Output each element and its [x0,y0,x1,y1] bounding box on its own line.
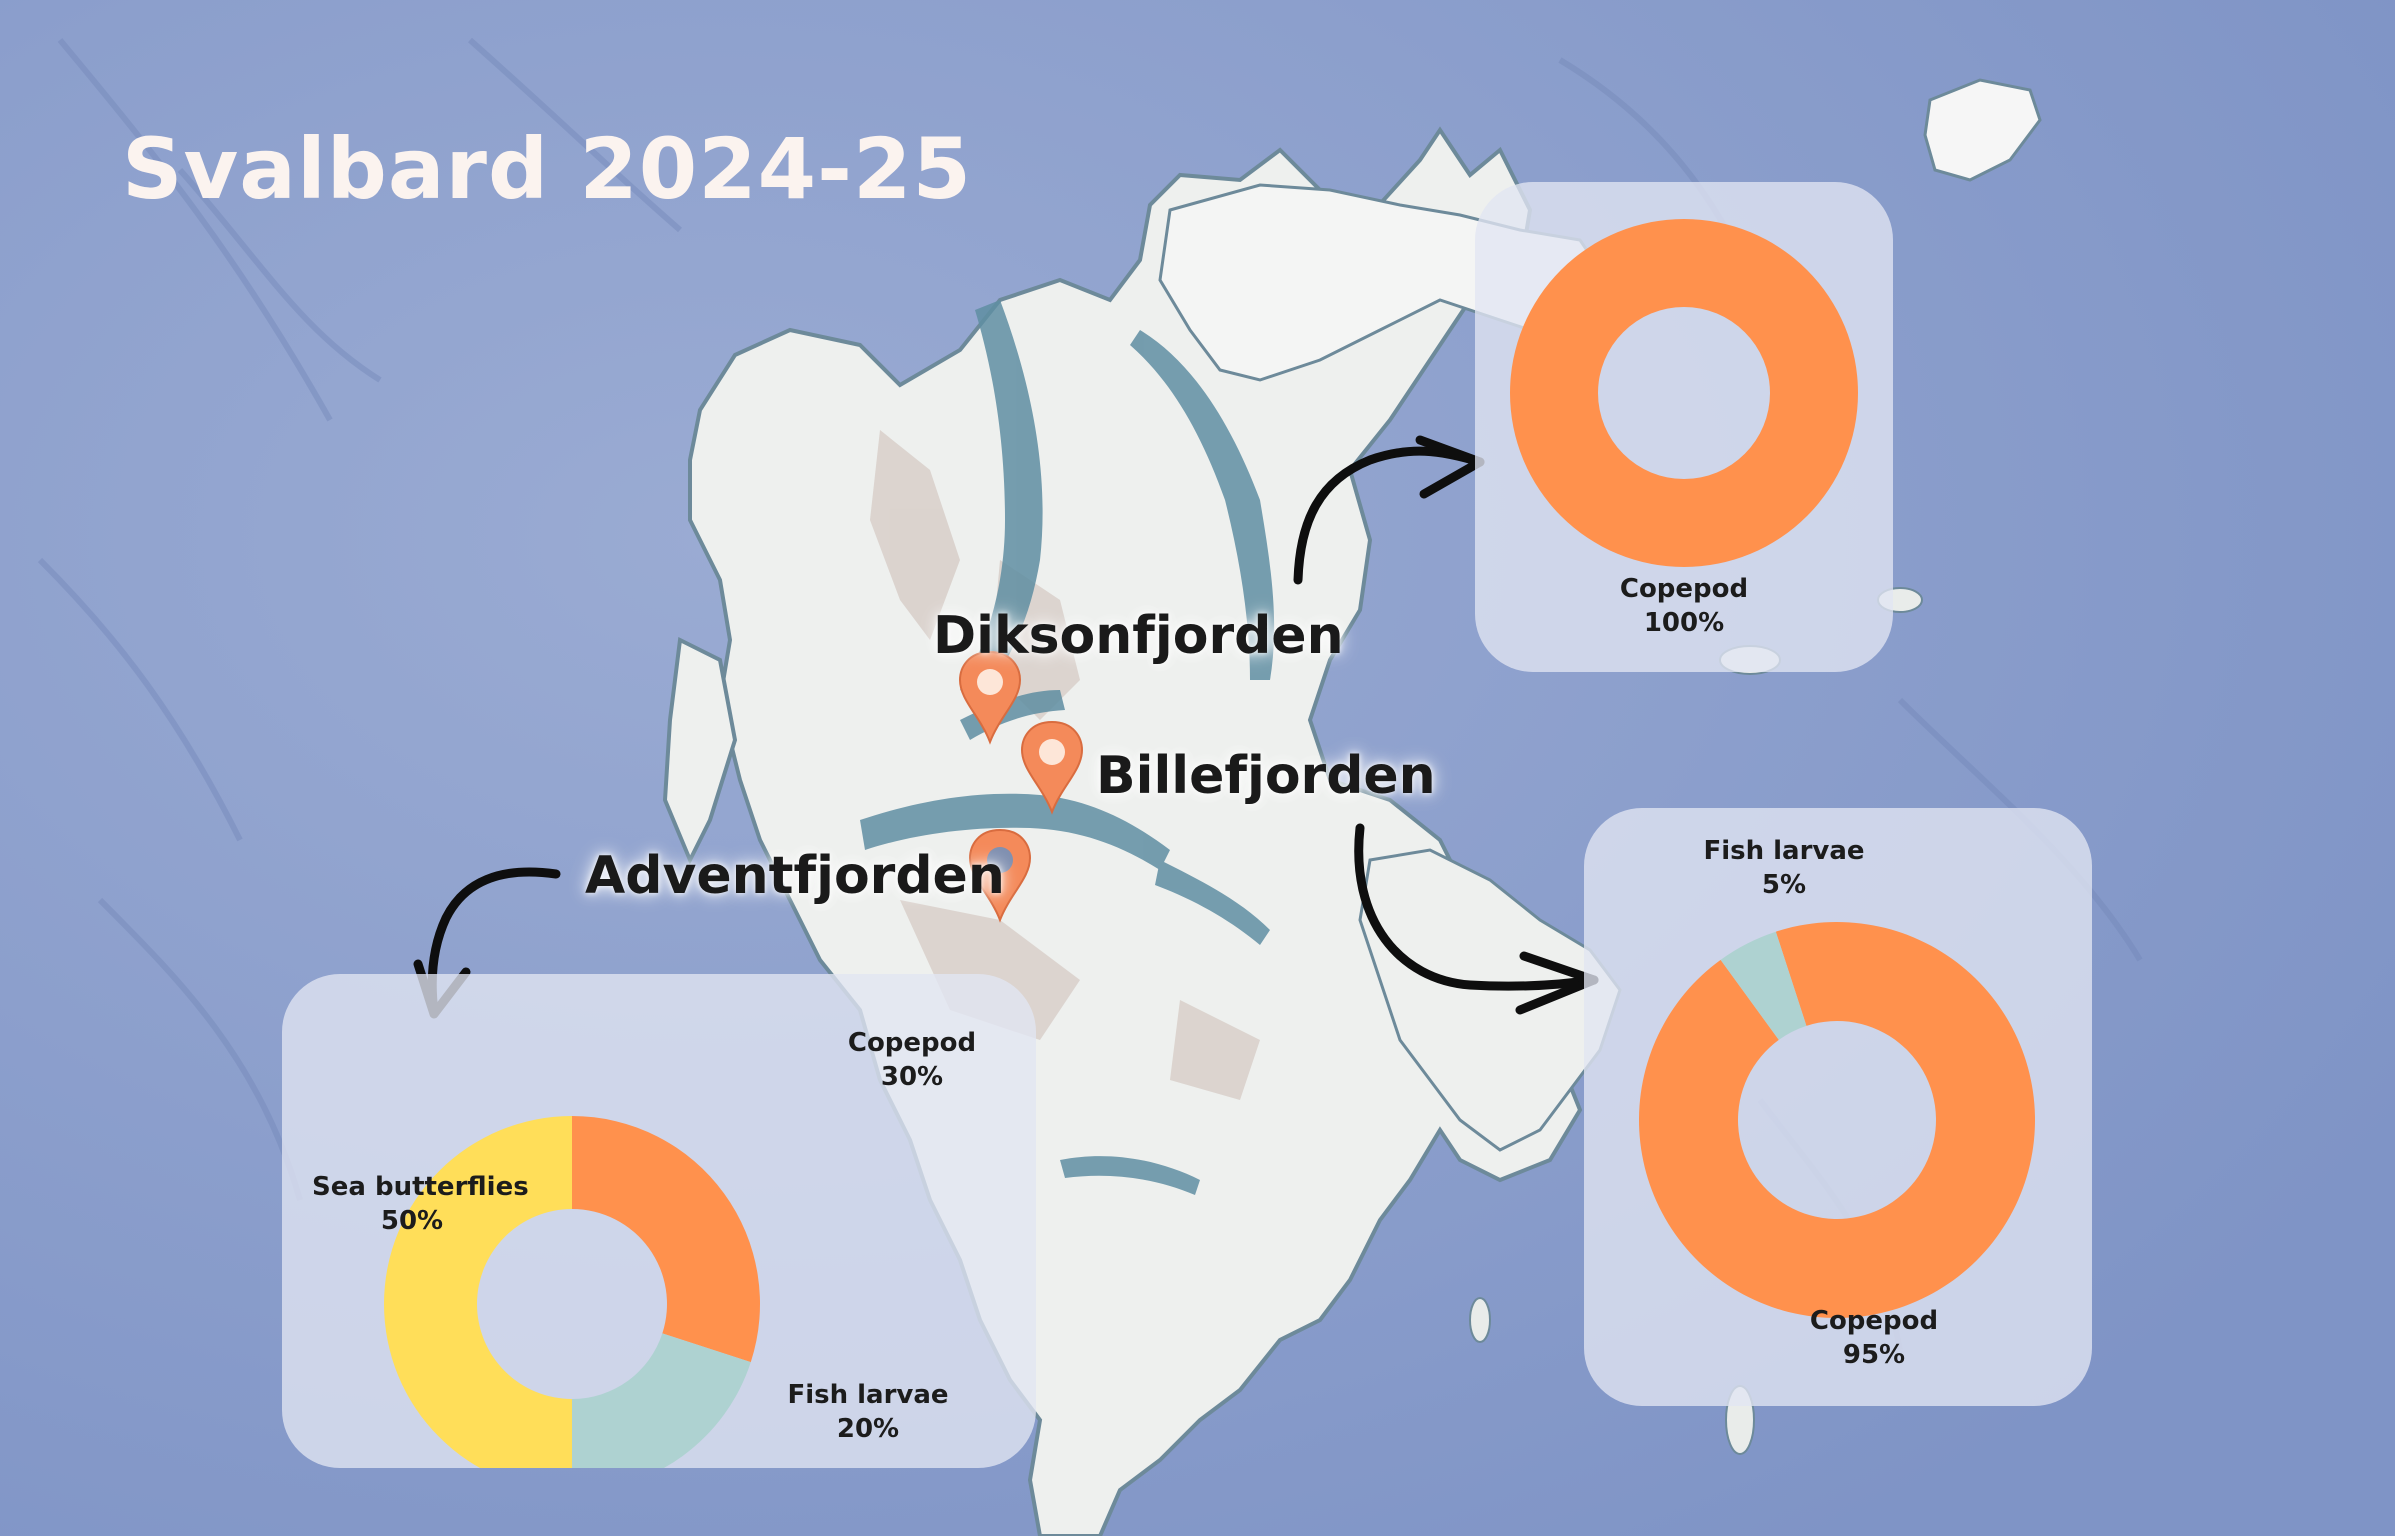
adventfjorden-donut-chart [384,1116,760,1468]
chart-label-name: Fish larvae [787,1380,949,1410]
chart-label-name: Copepod [847,1028,977,1058]
chart-label-value: 100% [1643,608,1725,638]
chart-label-name: Copepod [1619,574,1749,604]
chart-label-sea-butterflies: Sea butterflies 50% [312,1170,529,1238]
billefjorden-donut-chart [1639,922,2035,1318]
chart-label-value: 95% [1842,1340,1906,1370]
adventfjorden-chart-panel: Copepod 30% Fish larvae 20% Sea butterfl… [282,974,1036,1468]
map-pin-icon [1020,720,1084,815]
map-title: Svalbard 2024-25 [122,120,972,218]
chart-label-value: 50% [380,1206,444,1236]
chart-label-fish-larvae: Fish larvae 5% [1684,834,1884,902]
chart-label-name: Sea butterflies [312,1172,529,1202]
diksonfjorden-chart-panel: Copepod 100% [1475,182,1893,672]
chart-label-value: 30% [880,1062,944,1092]
donut-slice-copepod [1510,219,1858,567]
donut-slice-sea-butterflies [384,1116,572,1468]
chart-label-name: Fish larvae [1703,836,1865,866]
billefjorden-chart-panel: Fish larvae 5% Copepod 95% [1584,808,2092,1406]
map-pin-icon [958,650,1022,745]
chart-label-value: 5% [1761,870,1807,900]
southeast-island [1358,848,1622,1152]
place-label-diksonfjorden: Diksonfjorden [933,606,1344,666]
map-pin-icon [968,828,1032,923]
donut-slice-fish-larvae [572,1333,751,1468]
donut-slice-fish-larvae [1720,931,1807,1040]
place-label-adventfjorden: Adventfjorden [585,846,1005,906]
chart-label-copepod: Copepod 100% [1475,572,1893,640]
northeast-islet [1923,78,2042,182]
chart-label-copepod: Copepod 30% [812,1026,1012,1094]
chart-label-value: 20% [836,1414,900,1444]
place-label-billefjorden: Billefjorden [1096,746,1436,806]
chart-label-name: Copepod [1809,1306,1939,1336]
diksonfjorden-donut-chart [1510,219,1858,567]
chart-label-fish-larvae: Fish larvae 20% [768,1378,968,1446]
donut-slice-copepod [1639,922,2035,1318]
chart-label-copepod: Copepod 95% [1774,1304,1974,1372]
donut-slice-copepod [572,1116,760,1363]
